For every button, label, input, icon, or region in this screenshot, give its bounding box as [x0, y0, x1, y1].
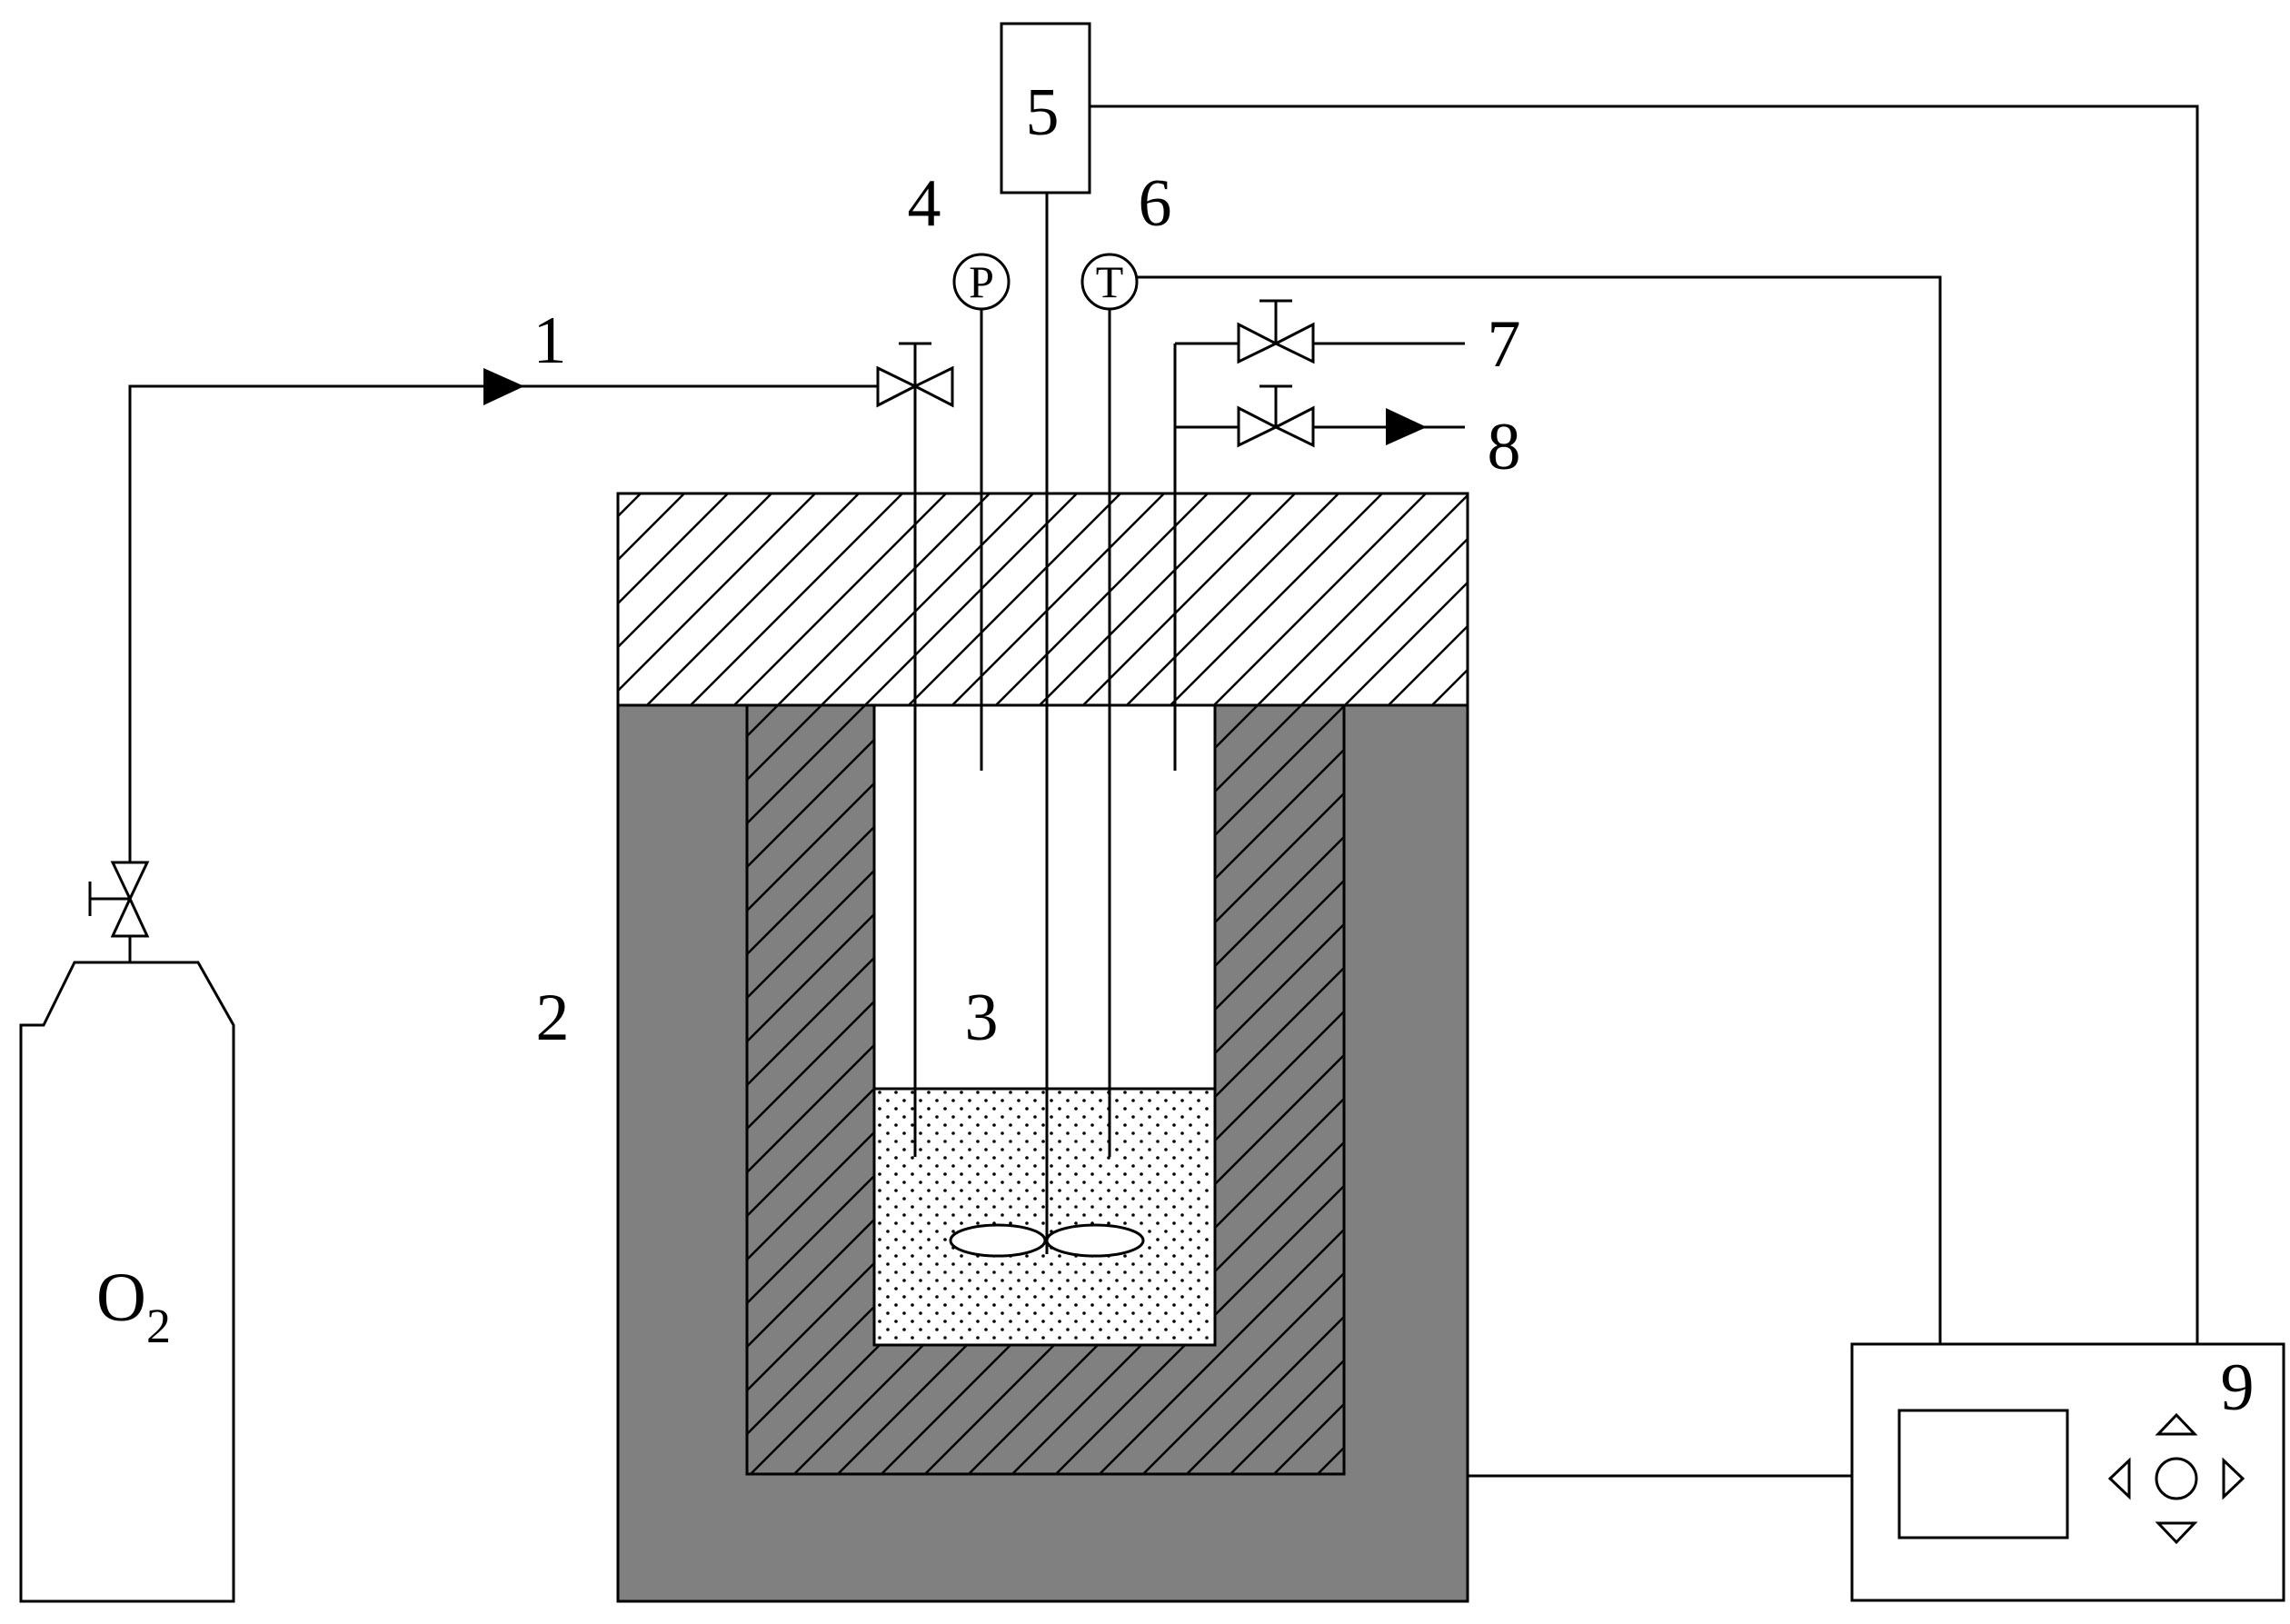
impeller-blade-left [949, 1223, 1047, 1258]
temperature-sensor [1080, 253, 1139, 311]
cylinder-gas-label: O [96, 1260, 146, 1336]
temperature-sensor-symbol: T [1096, 256, 1124, 307]
callout-1: 1 [533, 304, 567, 378]
callout-7: 7 [1488, 307, 1521, 382]
stirrer-motor [1000, 22, 1091, 194]
callout-3: 3 [965, 981, 999, 1055]
valve-8-body [1272, 405, 1315, 448]
controller-ok-button[interactable] [2155, 1457, 2198, 1500]
feed-valve-body [911, 365, 954, 408]
vent-flow-arrow [1386, 408, 1427, 445]
cylinder-valve-body [110, 895, 150, 938]
reactor-liquid [876, 1089, 1213, 1343]
oxygen-feed-line [128, 384, 915, 962]
oxygen-cylinder [19, 961, 235, 1603]
valve-7[interactable] [1237, 322, 1279, 364]
callout-9: 9 [2221, 1350, 2255, 1425]
controller-right-button[interactable] [2222, 1457, 2245, 1500]
reactor-lid [616, 492, 1469, 707]
controller-display [1897, 1409, 2069, 1539]
callout-6: 6 [1139, 166, 1172, 241]
motor-control-wire [1090, 105, 2199, 1344]
callout-8: 8 [1488, 410, 1521, 484]
controller-down-button[interactable] [2155, 1521, 2198, 1545]
controller-left-button[interactable] [2107, 1457, 2131, 1500]
callout-2: 2 [536, 981, 570, 1055]
impeller-blade-right [1045, 1223, 1145, 1258]
valve-8[interactable] [1237, 405, 1279, 448]
cylinder-gas-subscript: 2 [146, 1299, 171, 1353]
controller-up-button[interactable] [2155, 1412, 2198, 1436]
pressure-gauge-symbol: P [969, 256, 994, 307]
callout-4: 4 [908, 166, 941, 241]
temperature-signal-wire [1137, 275, 1942, 1344]
callout-5: 5 [1026, 75, 1060, 150]
valve-7-body [1272, 322, 1315, 364]
feed-valve[interactable] [876, 365, 919, 408]
cylinder-valve[interactable] [110, 861, 150, 902]
feed-flow-arrow [483, 368, 524, 405]
pressure-gauge [952, 253, 1011, 311]
